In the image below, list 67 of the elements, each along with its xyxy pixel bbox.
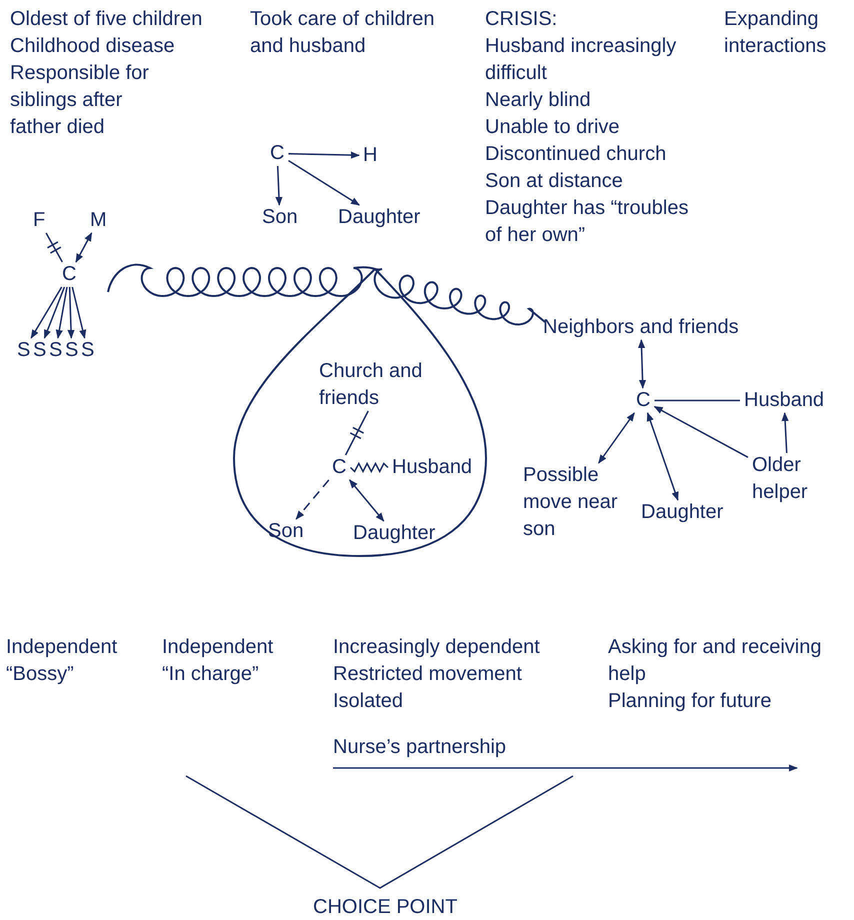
loop-outline bbox=[232, 268, 488, 558]
person-label: C bbox=[62, 261, 76, 288]
person-label: Older helper bbox=[752, 452, 824, 506]
arrow bbox=[44, 286, 66, 339]
double-arrow bbox=[638, 339, 646, 389]
note-text: Nurse’s partnership bbox=[333, 735, 506, 760]
arrow bbox=[72, 286, 86, 339]
arrow bbox=[782, 412, 789, 454]
note-text: Expanding interactions bbox=[724, 7, 828, 59]
note-text: Independent bbox=[6, 635, 118, 660]
note-text: Took care of children and husband bbox=[250, 7, 436, 59]
note-text: Responsible for siblings after father died bbox=[10, 61, 150, 140]
connector-line bbox=[654, 400, 740, 402]
note-text: Oldest of five children bbox=[10, 7, 202, 32]
note-text: Independent bbox=[162, 635, 274, 660]
note-text: “Bossy” bbox=[6, 662, 74, 687]
arrow bbox=[67, 286, 75, 339]
note-text: Increasingly dependent bbox=[333, 635, 540, 660]
arrow bbox=[56, 286, 68, 339]
cut-off-line bbox=[344, 410, 369, 456]
person-label: S bbox=[49, 337, 62, 364]
note-text: Nearly blind bbox=[485, 88, 591, 113]
person-label: Neighbors and friends bbox=[543, 314, 739, 341]
person-label: Daughter bbox=[338, 204, 420, 231]
person-label: Possible move near son bbox=[523, 462, 618, 543]
person-label: Husband bbox=[392, 454, 472, 481]
person-label: Church and friends bbox=[319, 358, 444, 412]
person-label: S bbox=[81, 337, 94, 364]
zigzag-line bbox=[350, 462, 389, 474]
double-arrow bbox=[349, 479, 384, 522]
person-label: Daughter bbox=[641, 499, 724, 526]
note-text: CHOICE POINT bbox=[313, 895, 458, 920]
person-label: F bbox=[33, 207, 46, 234]
arrow bbox=[30, 286, 62, 339]
note-text: Asking for and receiving help bbox=[608, 635, 822, 687]
person-label: C bbox=[270, 140, 284, 167]
arrow bbox=[654, 406, 748, 458]
arrow bbox=[288, 160, 360, 206]
note-text: Childhood disease bbox=[10, 34, 175, 59]
note-text: Discontinued church bbox=[485, 142, 666, 167]
note-text: CRISIS: bbox=[485, 7, 558, 32]
cut-off-line bbox=[45, 232, 64, 263]
person-label: S bbox=[33, 337, 46, 364]
person-label: S bbox=[17, 337, 30, 364]
note-text: Isolated bbox=[333, 689, 404, 714]
note-text: Daughter has “troubles of her own” bbox=[485, 196, 690, 248]
person-label: S bbox=[65, 337, 78, 364]
person-label: Husband bbox=[744, 387, 824, 414]
note-text: Planning for future bbox=[608, 689, 772, 714]
person-label: C bbox=[636, 387, 650, 414]
double-arrow bbox=[75, 232, 92, 263]
double-arrow bbox=[646, 412, 679, 501]
note-text: Son at distance bbox=[485, 169, 623, 194]
note-text: Husband increasingly difficult bbox=[485, 34, 678, 86]
person-label: M bbox=[90, 207, 107, 234]
person-label: Daughter bbox=[353, 520, 436, 547]
person-label: Son bbox=[262, 204, 298, 231]
note-text: Unable to drive bbox=[485, 115, 620, 140]
arrow bbox=[296, 480, 330, 520]
note-text: “In charge” bbox=[162, 662, 259, 687]
double-arrow bbox=[598, 412, 635, 464]
note-text: Restricted movement bbox=[333, 662, 522, 687]
person-label: Son bbox=[268, 518, 304, 545]
arrow bbox=[288, 152, 360, 159]
person-label: H bbox=[363, 142, 378, 169]
arrow bbox=[275, 166, 283, 206]
person-label: C bbox=[332, 454, 346, 481]
